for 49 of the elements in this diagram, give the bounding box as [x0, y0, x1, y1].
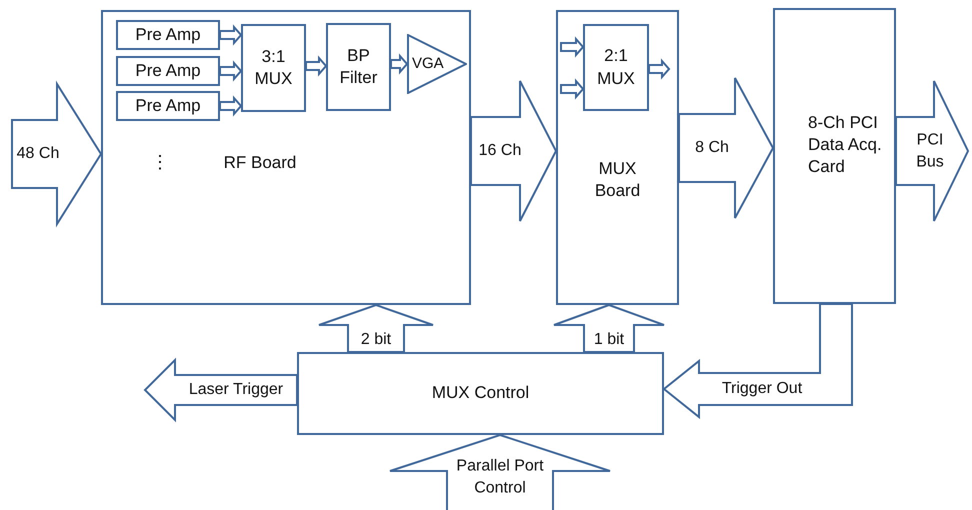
- board-box: [556, 10, 679, 305]
- node-label: BP Filter: [338, 44, 378, 89]
- block-arrow: [305, 55, 328, 77]
- node-label: MUX Control: [432, 382, 530, 404]
- edge-label: 1 bit: [592, 330, 626, 350]
- node-label: RF Board: [222, 152, 298, 174]
- process-box: [583, 24, 649, 111]
- process-box: [241, 24, 306, 112]
- edge-label: Trigger Out: [720, 379, 804, 400]
- node-label: Pre Amp: [135, 60, 201, 82]
- block-arrow: [648, 58, 670, 80]
- process-box: [116, 56, 220, 86]
- block-arrow: [219, 95, 242, 117]
- block-arrow: [678, 77, 774, 219]
- node-label: VGA: [412, 54, 444, 74]
- block-arrow: [553, 304, 665, 353]
- block-arrow: [390, 53, 408, 75]
- node-label: 8-Ch PCI Data Acq. Card: [808, 112, 883, 178]
- block-arrow: [895, 80, 970, 222]
- process-box: [116, 91, 220, 121]
- edge-label: 16 Ch: [478, 141, 522, 162]
- node-label: Pre Amp: [135, 94, 201, 117]
- block-arrow: [470, 80, 558, 222]
- amplifier-triangle: [407, 34, 467, 94]
- block-arrow: [662, 303, 853, 420]
- edge-label: 48 Ch: [16, 144, 60, 164]
- block-arrow: [318, 304, 434, 353]
- node-label: MUX Board: [594, 158, 642, 202]
- process-box: [297, 352, 664, 435]
- block-arrow: [144, 358, 298, 422]
- block-arrow: [560, 78, 584, 100]
- edge-label: 8 Ch: [694, 138, 730, 158]
- edge-label: Laser Trigger: [188, 380, 284, 400]
- block-arrow: [219, 24, 242, 46]
- ellipsis-mark: ⋮: [151, 151, 169, 173]
- edge-label: Parallel Port Control: [455, 456, 545, 498]
- process-box: [116, 20, 220, 50]
- block-arrow: [219, 60, 242, 82]
- card-box: [773, 8, 896, 304]
- block-arrow: [11, 80, 102, 228]
- node-label: 3:1 MUX: [254, 46, 294, 90]
- process-box: [326, 23, 391, 111]
- node-label: 2:1 MUX: [596, 45, 636, 90]
- edge-label: PCI Bus: [915, 130, 945, 172]
- block-arrow: [560, 36, 584, 58]
- edge-label: 2 bit: [360, 330, 392, 350]
- node-label: Pre Amp: [135, 24, 201, 46]
- board-box: [101, 10, 471, 305]
- block-arrow: [389, 434, 611, 510]
